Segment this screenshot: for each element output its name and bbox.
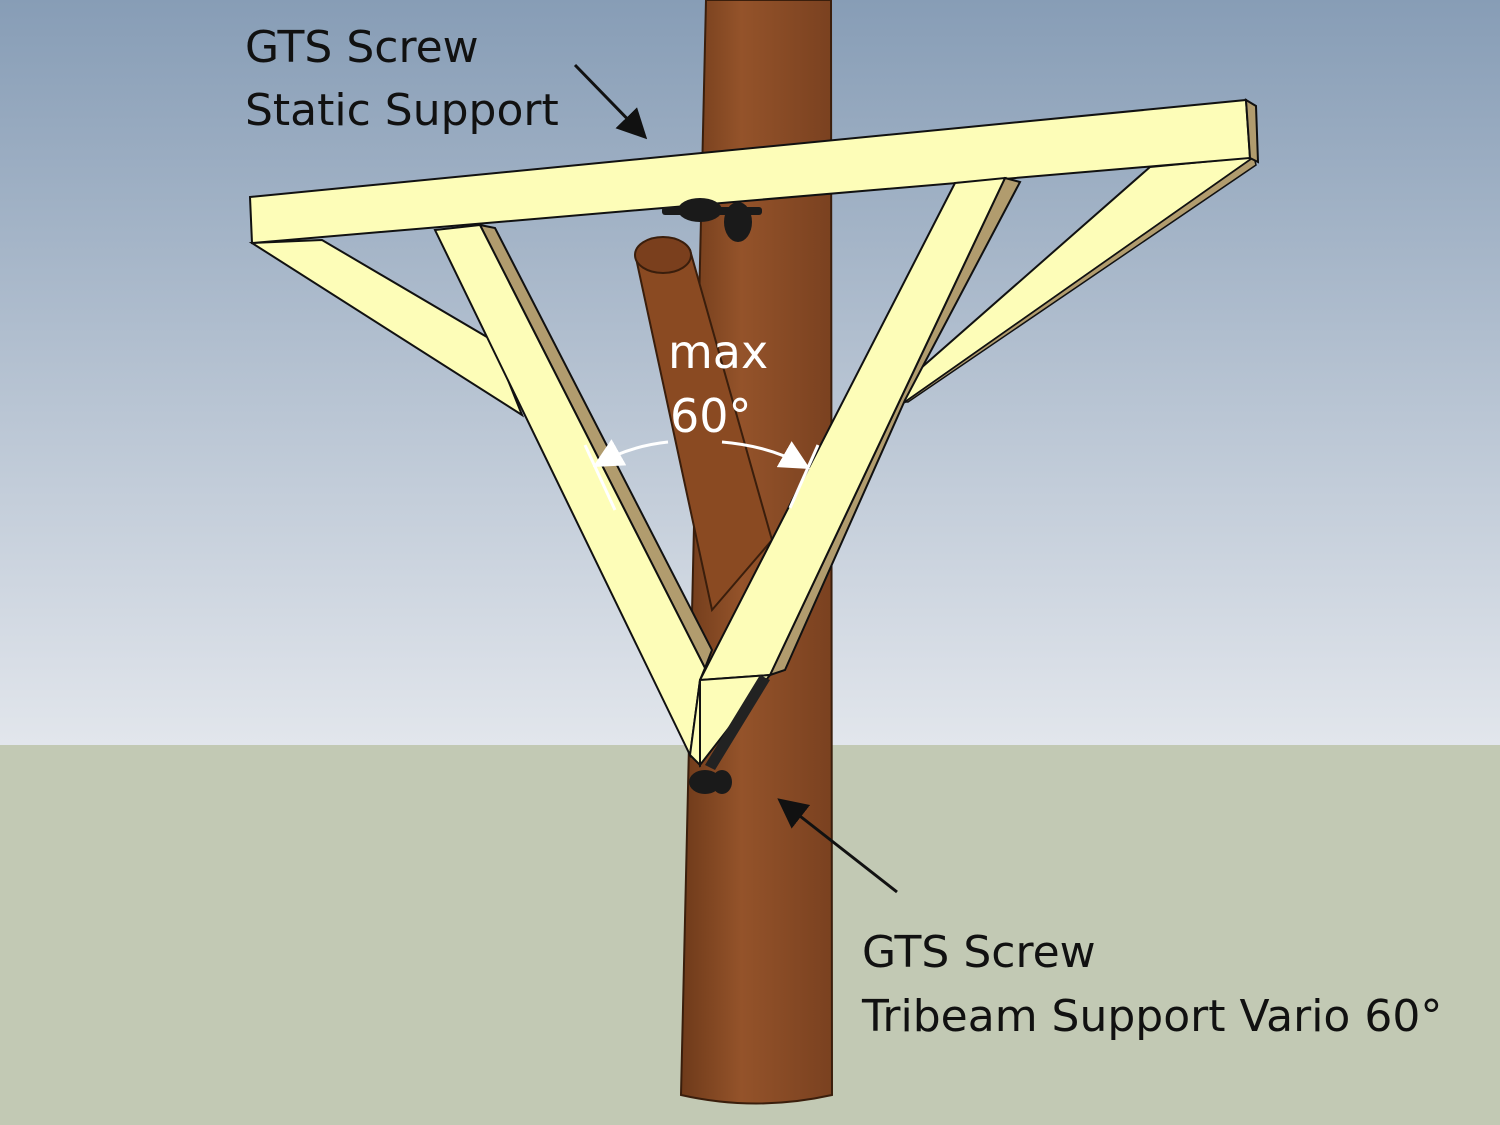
static-support-screw [662, 198, 762, 242]
branch-cut-end [634, 236, 692, 274]
right-outer-strut-side [902, 155, 1257, 403]
static-support-arrow [573, 63, 648, 140]
static-support-label-line1: GTS Screw [245, 22, 479, 73]
angle-arc-left [592, 439, 669, 467]
angle-tick-right [788, 444, 820, 509]
static-support-label-line2: Static Support [245, 85, 559, 136]
tribeam-label-line1: GTS Screw [862, 927, 1096, 978]
angle-label-max: max [668, 325, 768, 379]
angle-tick-left [583, 444, 617, 511]
angle-arc-right [721, 440, 811, 469]
tribeam-arrow [777, 798, 898, 894]
beam-end [1244, 98, 1260, 164]
tribeam-screw [689, 770, 732, 794]
tribeam-label-line2: Tribeam Support Vario 60° [861, 991, 1442, 1042]
angle-label-value: 60° [670, 389, 752, 443]
tribeam-bracket [705, 675, 770, 770]
